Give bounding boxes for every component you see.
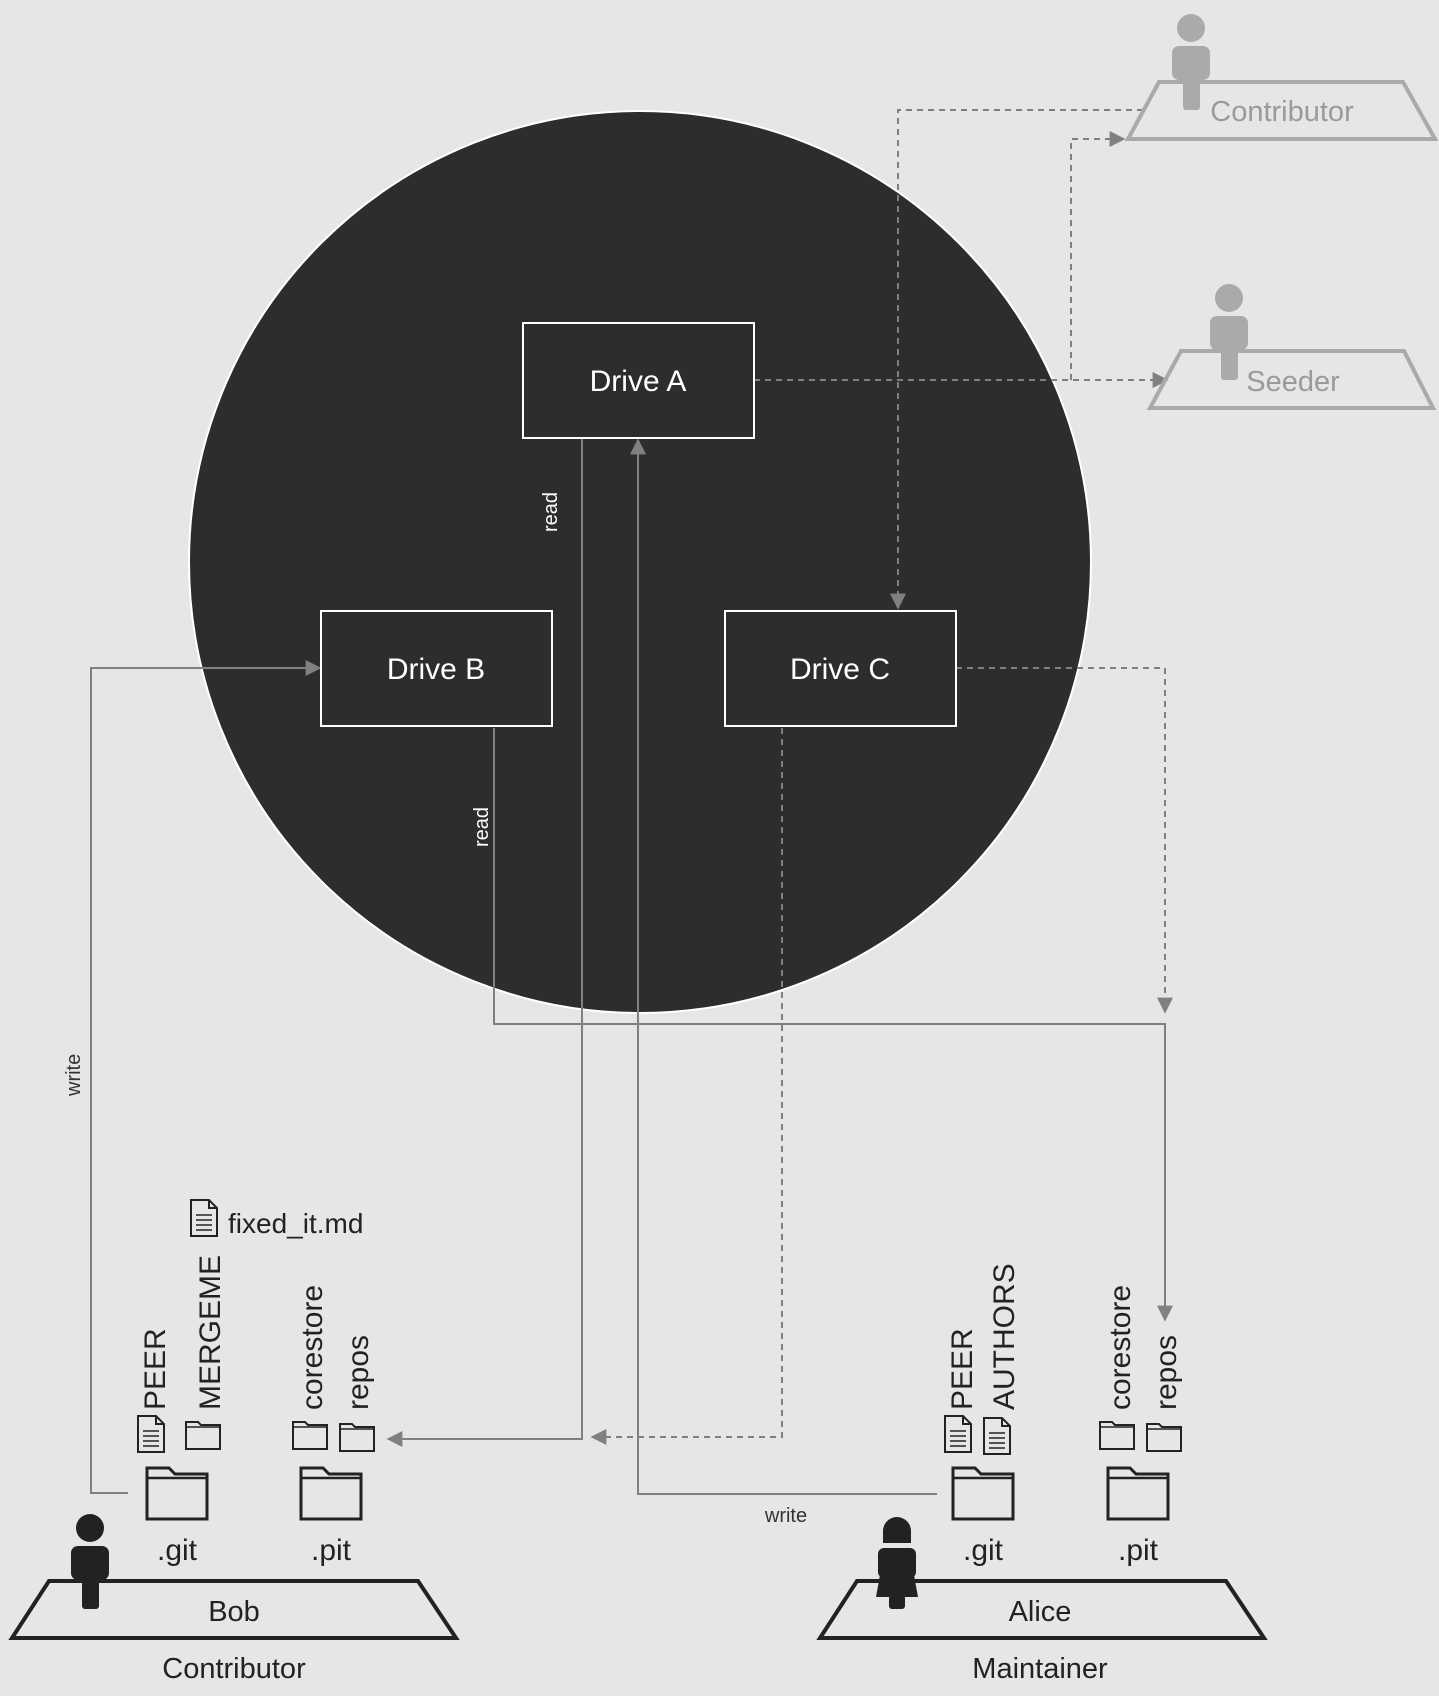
drive-b-label: Drive B — [387, 653, 485, 686]
person-icon — [1210, 284, 1248, 380]
bob-pit-item: repos — [342, 1335, 375, 1410]
drive-c-label: Drive C — [790, 653, 890, 686]
alice-name: Alice — [1009, 1596, 1072, 1628]
edge-alice-write-drive-a — [630, 438, 937, 1495]
edge-drive-c-to-bob — [590, 728, 783, 1445]
folder-icon — [1146, 1423, 1182, 1452]
folder-icon — [292, 1421, 328, 1450]
bob-pit-label: .pit — [311, 1534, 352, 1567]
file-icon — [137, 1415, 165, 1453]
drive-a-label: Drive A — [590, 365, 687, 398]
edge-drive-b-read — [493, 728, 1173, 1322]
folder-icon — [185, 1421, 221, 1450]
alice-git-item: PEER — [946, 1328, 979, 1410]
peer-contributor: Contributor — [1124, 14, 1439, 141]
alice-pit-item: corestore — [1104, 1285, 1137, 1410]
label-read-a: read — [540, 492, 562, 532]
folder-icon — [1106, 1466, 1170, 1521]
person-icon — [71, 1514, 109, 1609]
label-write-alice: write — [764, 1505, 807, 1527]
peer-seeder: Seeder — [1146, 284, 1437, 410]
bob-extra-file: fixed_it.md — [228, 1208, 363, 1239]
bob-git-label: .git — [157, 1534, 198, 1567]
peer-contributor-label: Contributor — [1210, 96, 1354, 128]
network-circle — [188, 110, 1092, 1014]
file-icon — [190, 1199, 218, 1237]
alice-pit-label: .pit — [1118, 1534, 1159, 1567]
person-icon — [876, 1517, 918, 1609]
alice-workspace: PEER AUTHORS corestore repos .git .pit A… — [816, 1263, 1268, 1685]
bob-git-item: PEER — [139, 1328, 172, 1410]
edge-bob-write-drive-b — [90, 660, 322, 1494]
label-write-bob: write — [63, 1054, 85, 1097]
edge-drive-a-read — [386, 437, 583, 1447]
bob-pit-item: corestore — [296, 1285, 329, 1410]
folder-icon — [339, 1423, 375, 1452]
folder-icon — [145, 1466, 209, 1521]
bob-git-item: MERGEME — [194, 1255, 227, 1410]
folder-icon — [1099, 1421, 1135, 1450]
alice-git-item: AUTHORS — [988, 1263, 1021, 1410]
label-read-b: read — [471, 807, 493, 847]
edge-drive-c-to-alice — [956, 667, 1173, 1014]
edge-contributor-to-drive-c — [890, 109, 1143, 610]
folder-icon — [951, 1466, 1015, 1521]
drive-c[interactable]: Drive C — [724, 610, 957, 727]
folder-icon — [299, 1466, 363, 1521]
person-icon — [1172, 14, 1210, 110]
drive-a[interactable]: Drive A — [522, 322, 755, 439]
bob-name: Bob — [208, 1596, 260, 1628]
alice-pit-item: repos — [1150, 1335, 1183, 1410]
alice-role: Maintainer — [972, 1653, 1108, 1685]
file-icon — [944, 1415, 972, 1453]
peer-seeder-label: Seeder — [1246, 366, 1340, 398]
alice-git-label: .git — [963, 1534, 1004, 1567]
bob-workspace: fixed_it.md PEER MERGEME corestore repos… — [8, 1199, 460, 1685]
edge-drive-a-to-contributor — [1070, 131, 1126, 380]
bob-role: Contributor — [162, 1653, 306, 1685]
file-icon — [983, 1417, 1011, 1455]
drive-b[interactable]: Drive B — [320, 610, 553, 727]
